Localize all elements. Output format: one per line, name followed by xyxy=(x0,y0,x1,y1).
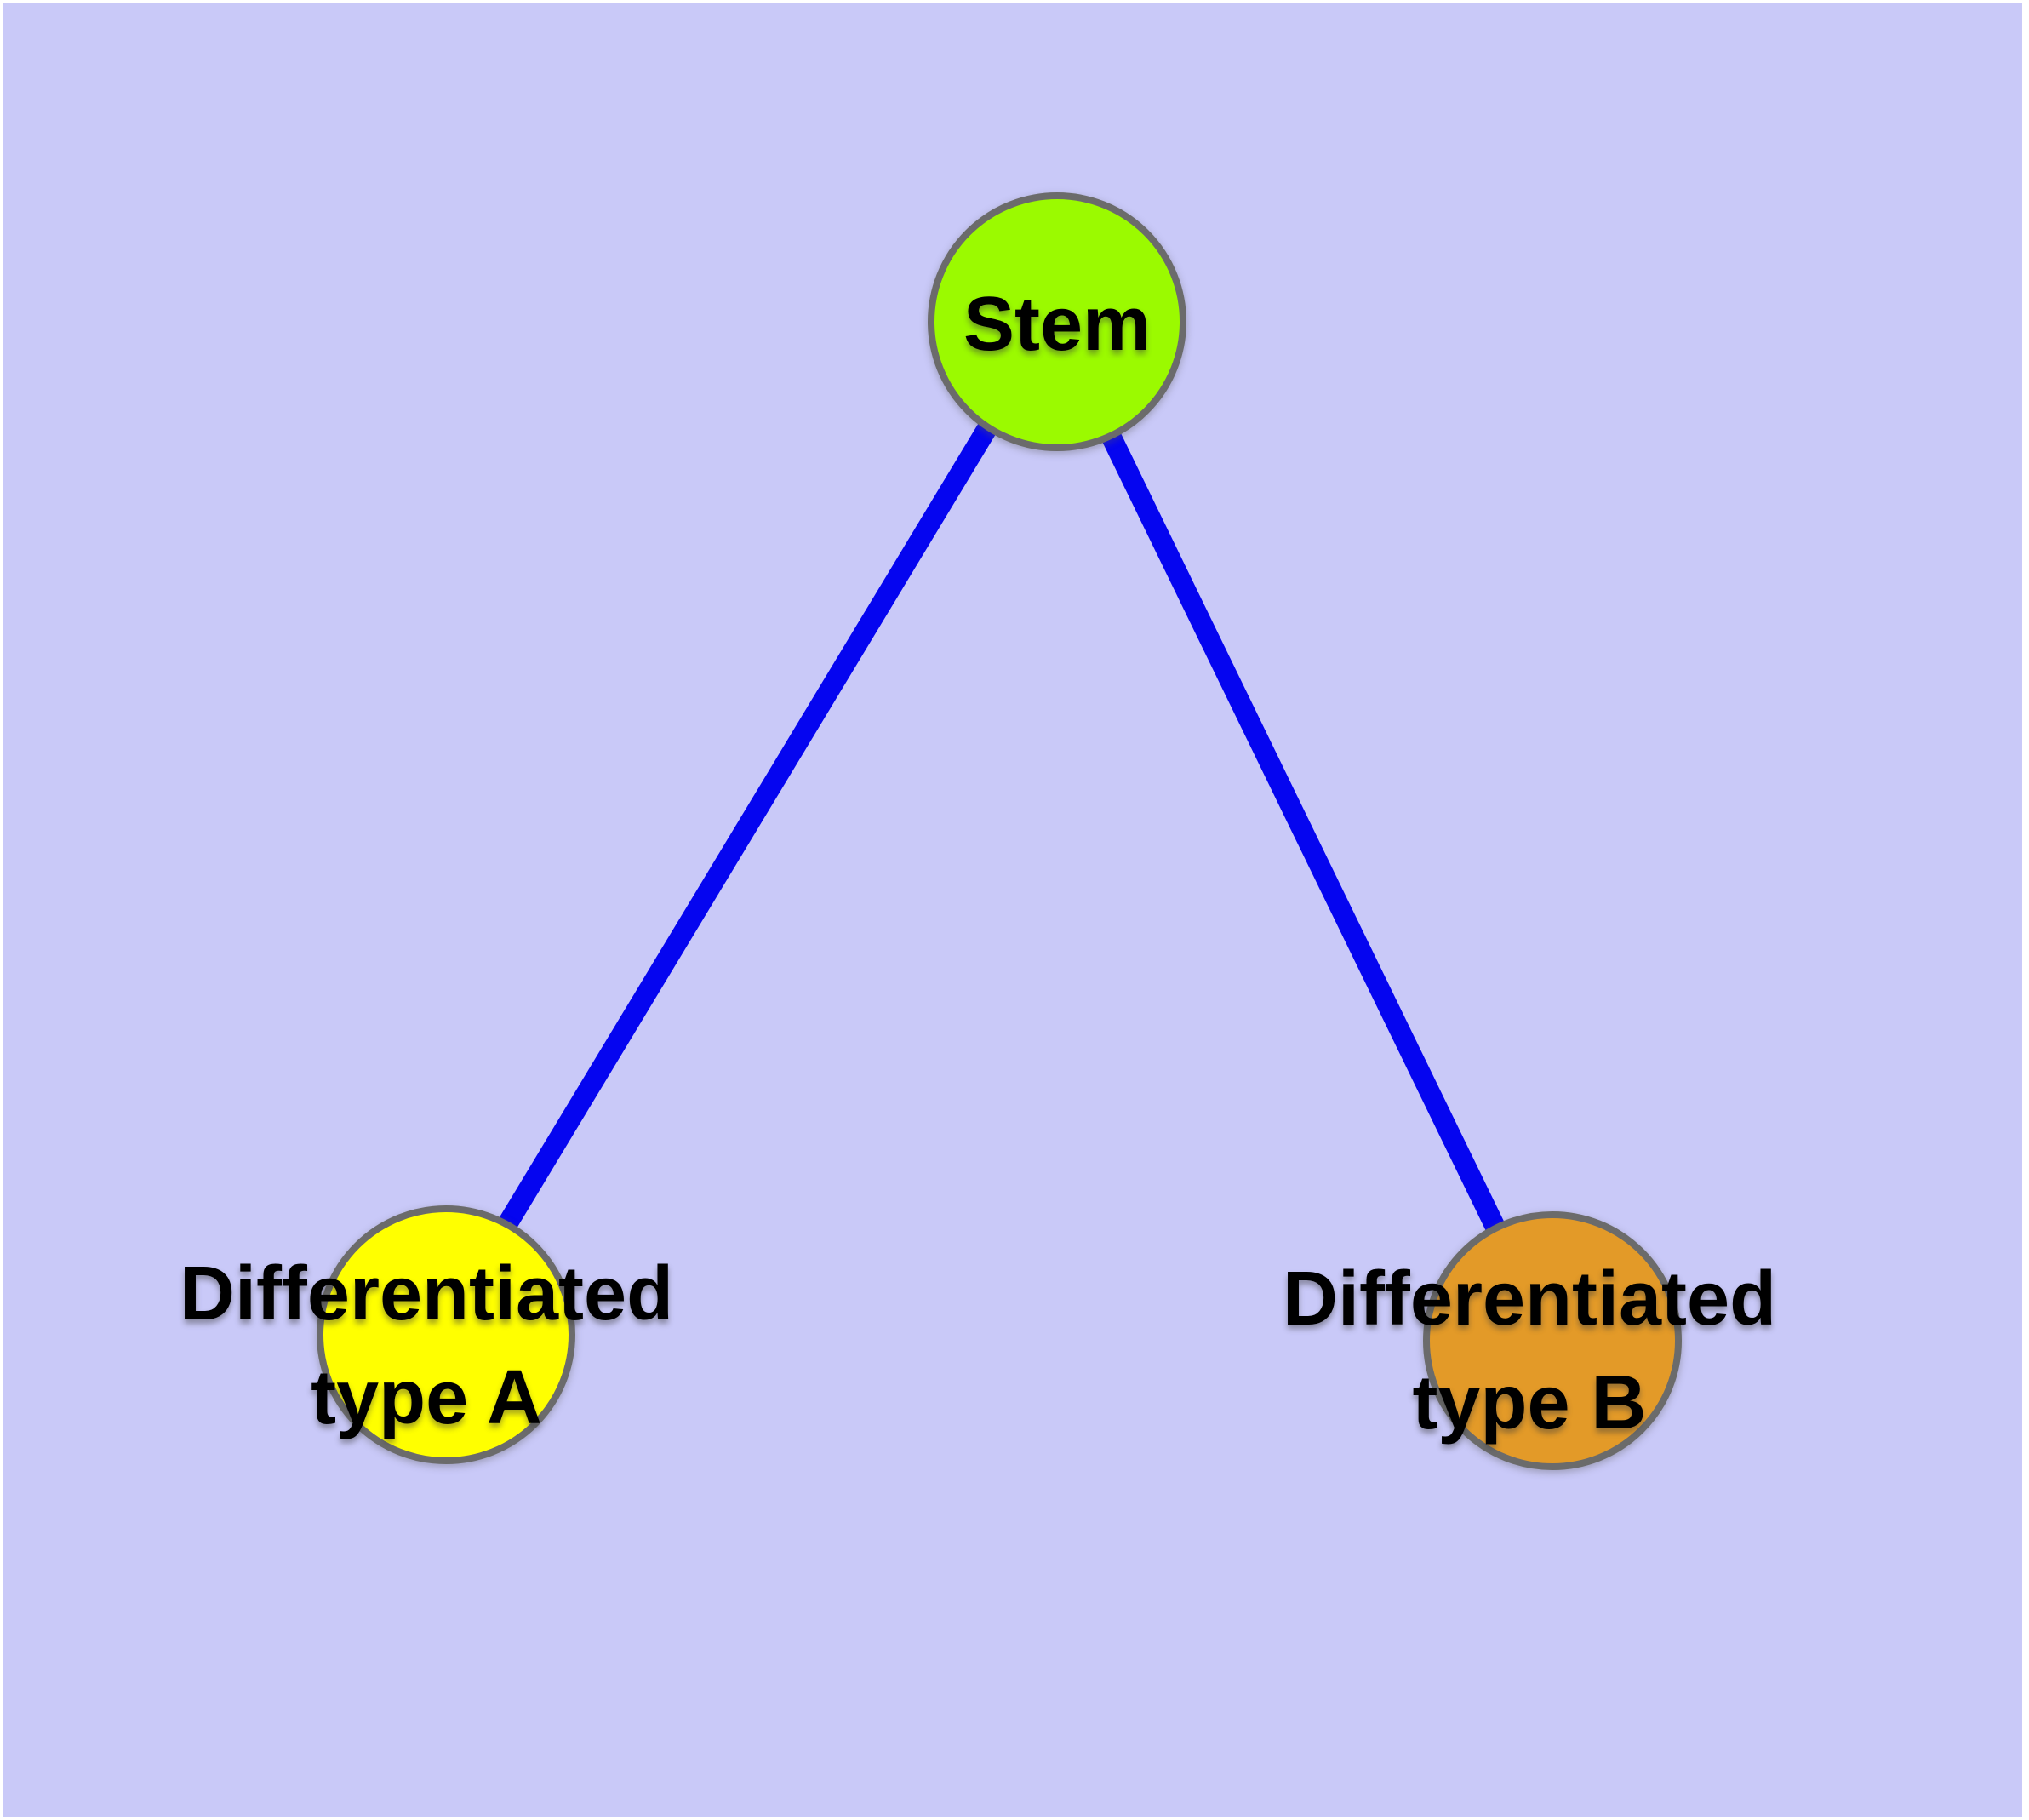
edge-layer xyxy=(433,312,1558,1342)
node-label-differentiated-type-a: Differentiated type A xyxy=(180,1242,673,1450)
edge-stem-to-type-b xyxy=(1044,313,1558,1342)
label-line1: Differentiated xyxy=(1282,1256,1777,1342)
node-stem xyxy=(928,192,1186,451)
node-differentiated-type-a xyxy=(317,1205,575,1464)
node-label-stem: Stem xyxy=(963,282,1152,367)
node-differentiated-type-b xyxy=(1423,1211,1682,1470)
edge-stem-to-type-a xyxy=(433,312,1063,1337)
label-line2: type B xyxy=(1412,1360,1647,1445)
label-line1: Differentiated xyxy=(179,1251,674,1336)
plot-background: Stem Differentiated type A Differentiate… xyxy=(3,3,2022,1817)
label-line2: type A xyxy=(311,1355,542,1440)
node-label-differentiated-type-b: Differentiated type B xyxy=(1283,1247,1776,1455)
